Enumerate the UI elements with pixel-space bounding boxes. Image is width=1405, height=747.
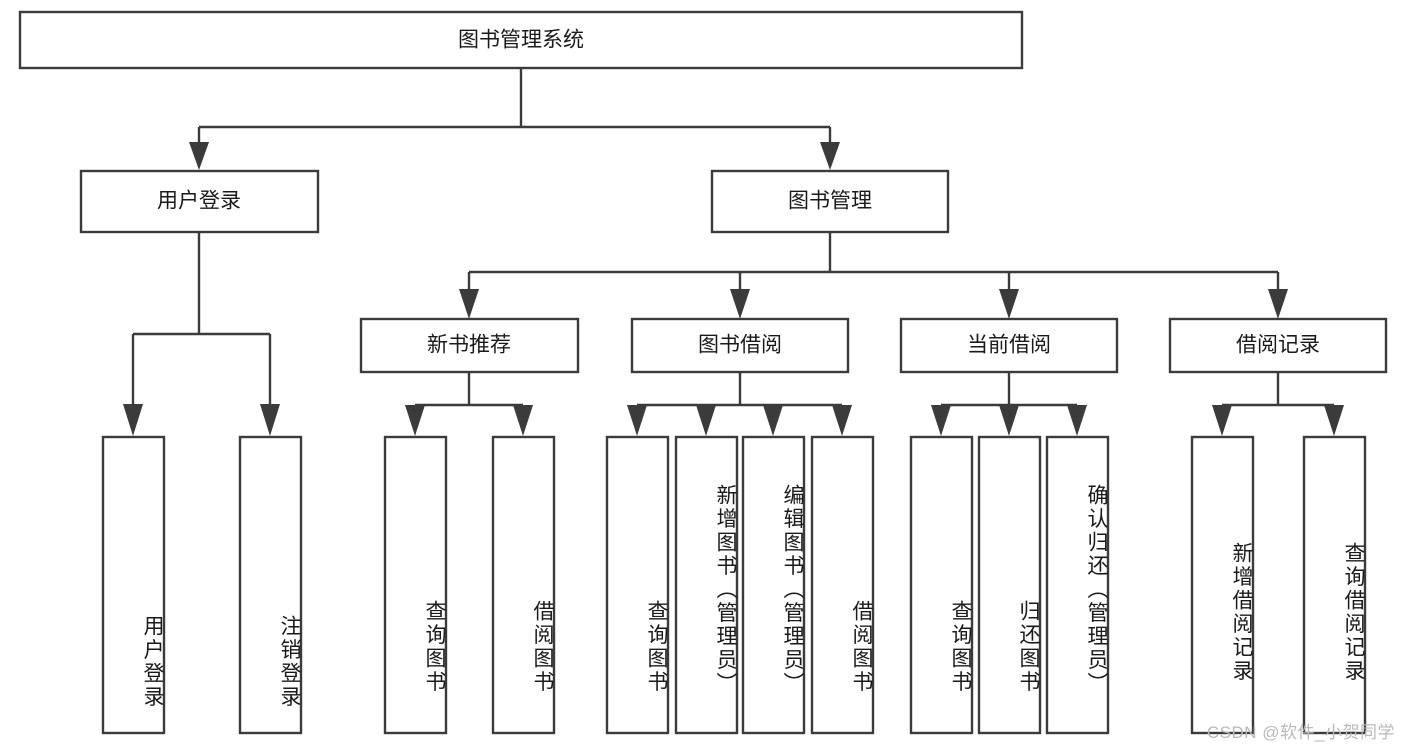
connectors-borrow-record-to-leaves — [1212, 372, 1344, 436]
leaf-box-bb-0[interactable] — [605, 435, 670, 735]
node-borrow-record[interactable]: 借阅记录 — [1168, 317, 1388, 374]
node-current-borrow[interactable]: 当前借阅 — [899, 317, 1119, 374]
leaf-label-br-0: 新增借阅记录 — [1230, 541, 1253, 683]
arrow-head-borrow-record — [1268, 289, 1288, 319]
arrow-head-leaf-bb-0 — [627, 405, 647, 436]
node-root-label: 图书管理系统 — [458, 29, 584, 52]
arrow-head-leaf-user-login-0 — [123, 404, 143, 436]
leaf-box-cb-0[interactable] — [909, 435, 974, 735]
connectors-root-to-level1 — [189, 68, 840, 170]
arrow-head-book-borrow — [730, 289, 750, 319]
arrow-head-leaf-br-0 — [1212, 405, 1232, 436]
leaf-box-cb-1[interactable] — [977, 435, 1042, 735]
leaf-box-br-0[interactable] — [1190, 435, 1255, 735]
node-new-book-recommend-label: 新书推荐 — [427, 334, 511, 357]
arrow-head-leaf-bb-3 — [832, 405, 852, 436]
node-book-manage-label: 图书管理 — [788, 190, 872, 213]
leaf-box-nbr-1[interactable] — [491, 435, 556, 735]
connectors-current-borrow-to-leaves — [931, 372, 1087, 436]
arrow-head-leaf-user-login-1 — [260, 404, 280, 436]
leaf-box-bb-1[interactable] — [674, 435, 739, 735]
leaf-label-bb-3: 借阅图书 — [850, 600, 873, 694]
leaf-label-user-login-0: 用户登录 — [141, 615, 164, 709]
node-book-borrow-label: 图书借阅 — [698, 334, 782, 357]
leaf-label-bb-2: 编辑图书（管理员） — [781, 483, 804, 696]
node-current-borrow-box[interactable] — [899, 317, 1119, 374]
arrow-head-current-borrow — [999, 289, 1019, 319]
connectors-book-borrow-to-leaves — [627, 372, 852, 436]
arrow-head-leaf-nbr-1 — [513, 405, 533, 436]
leaf-label-cb-0: 查询图书 — [949, 600, 972, 694]
leaf-label-cb-2: 确认归还（管理员） — [1085, 483, 1108, 696]
leaf-box-bb-3[interactable] — [810, 435, 875, 735]
arrow-head-leaf-bb-1 — [696, 405, 716, 436]
leaf-label-nbr-1: 借阅图书 — [531, 600, 554, 694]
leaf-label-bb-0: 查询图书 — [645, 600, 668, 694]
node-new-book-recommend[interactable]: 新书推荐 — [359, 317, 580, 374]
node-book-manage[interactable]: 图书管理 — [710, 169, 950, 234]
leaf-box-bb-2[interactable] — [741, 435, 806, 735]
leaf-label-user-login-1: 注销登录 — [278, 615, 301, 709]
node-book-borrow[interactable]: 图书借阅 — [630, 317, 850, 374]
node-user-login-box[interactable] — [79, 169, 320, 234]
leaf-box-user-login-0[interactable] — [101, 435, 166, 735]
node-book-manage-box[interactable] — [710, 169, 950, 234]
connectors-book-manage-to-level2 — [459, 232, 1288, 319]
leaf-boxes — [101, 435, 1367, 735]
connectors-user-login-to-leaves — [123, 232, 280, 436]
arrow-head-new-book-recommend — [459, 289, 479, 319]
arrow-head-book-manage — [820, 142, 840, 170]
leaf-box-nbr-0[interactable] — [383, 435, 448, 735]
arrow-head-leaf-cb-0 — [931, 405, 951, 436]
node-borrow-record-box[interactable] — [1168, 317, 1388, 374]
node-user-login-label: 用户登录 — [157, 190, 241, 213]
leaf-label-nbr-0: 查询图书 — [423, 600, 446, 694]
arrow-head-leaf-cb-2 — [1067, 405, 1087, 436]
arrow-head-leaf-nbr-0 — [405, 405, 425, 436]
leaf-label-br-1: 查询借阅记录 — [1342, 541, 1365, 683]
node-root[interactable]: 图书管理系统 — [18, 10, 1024, 70]
leaf-labels: 用户登录 注销登录 查询图书 借阅图书 查询图书 新增图书（管理员） 编辑图书（… — [141, 483, 1365, 709]
arrow-head-leaf-br-1 — [1324, 405, 1344, 436]
leaf-box-user-login-1[interactable] — [238, 435, 303, 735]
node-borrow-record-label: 借阅记录 — [1236, 334, 1320, 357]
leaf-label-bb-1: 新增图书（管理员） — [714, 483, 737, 696]
arrow-head-leaf-bb-2 — [763, 405, 783, 436]
node-book-borrow-box[interactable] — [630, 317, 850, 374]
arrow-head-user-login — [189, 142, 209, 170]
node-new-book-recommend-box[interactable] — [359, 317, 580, 374]
node-root-box[interactable] — [18, 10, 1024, 70]
connectors-new-book-recommend-to-leaves — [405, 372, 533, 436]
node-current-borrow-label: 当前借阅 — [967, 334, 1051, 357]
node-user-login[interactable]: 用户登录 — [79, 169, 320, 234]
leaf-box-cb-2[interactable] — [1045, 435, 1110, 735]
arrow-head-leaf-cb-1 — [999, 405, 1019, 436]
leaf-box-br-1[interactable] — [1302, 435, 1367, 735]
leaf-label-cb-1: 归还图书 — [1017, 600, 1040, 694]
